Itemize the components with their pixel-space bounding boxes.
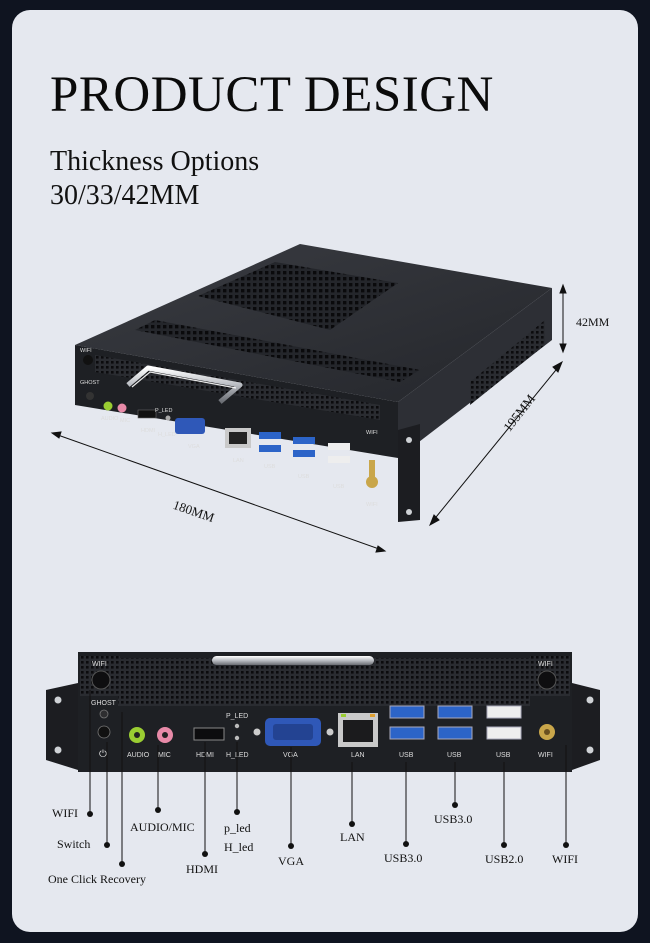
hdmi-port xyxy=(193,727,225,741)
svg-text:MIC: MIC xyxy=(158,752,171,759)
thickness-heading: Thickness Options xyxy=(50,146,260,177)
callout-audio-mic: AUDIO/MIC xyxy=(130,820,195,834)
svg-text:WIFI: WIFI xyxy=(538,752,553,759)
h-led xyxy=(234,735,240,741)
svg-text:USB: USB xyxy=(264,464,276,470)
callout-hdmi: HDMI xyxy=(186,862,218,876)
svg-text:WIFI: WIFI xyxy=(538,661,553,668)
dimension-height-line xyxy=(559,283,567,354)
ghost-recovery-button xyxy=(99,709,109,719)
product-card xyxy=(12,10,638,932)
usb30-port-2 xyxy=(389,726,425,740)
callout-usb30-a: USB3.0 xyxy=(434,812,473,826)
front-ports-isometric xyxy=(83,355,378,488)
svg-text:GHOST: GHOST xyxy=(91,700,117,707)
callout-one-click-recovery: One Click Recovery xyxy=(48,872,146,886)
p-led xyxy=(234,723,240,729)
svg-text:WIFI: WIFI xyxy=(92,661,107,668)
svg-text:HDMI: HDMI xyxy=(141,428,156,434)
svg-text:H_LED: H_LED xyxy=(158,432,176,438)
svg-text:USB: USB xyxy=(333,484,345,490)
svg-text:AUDIO: AUDIO xyxy=(127,752,150,759)
svg-text:⏻: ⏻ xyxy=(99,749,107,760)
power-switch xyxy=(97,725,111,739)
front-port-labels-isometric: WIFI GHOST AUDIO MIC P_LED HDMI H_LED VG… xyxy=(80,348,378,508)
callout-p-led: p_led xyxy=(224,821,251,835)
svg-text:AUDIO: AUDIO xyxy=(101,416,119,422)
chassis-right-face xyxy=(398,288,552,458)
thickness-values: 30/33/42MM xyxy=(50,180,200,211)
wifi-antenna-right xyxy=(537,670,557,690)
svg-text:GHOST: GHOST xyxy=(80,380,100,386)
right-ear xyxy=(572,683,600,770)
page-title: PRODUCT DESIGN xyxy=(50,67,494,123)
top-vent-grill xyxy=(198,262,398,330)
usb20-port-2 xyxy=(486,726,522,740)
svg-text:WIFI: WIFI xyxy=(366,430,378,436)
svg-text:LAN: LAN xyxy=(351,752,365,759)
top-strip-vent xyxy=(135,320,420,382)
callout-vga: VGA xyxy=(278,854,304,868)
dimension-depth-line xyxy=(429,360,563,527)
svg-text:USB: USB xyxy=(496,752,511,759)
usb30-port-4 xyxy=(437,726,473,740)
svg-text:LAN: LAN xyxy=(233,458,244,464)
callout-h-led: H_led xyxy=(224,840,254,854)
callout-usb30-b: USB3.0 xyxy=(384,851,423,865)
callout-usb20: USB2.0 xyxy=(485,852,524,866)
callout-dots xyxy=(87,802,569,867)
usb30-port-1 xyxy=(389,705,425,719)
front-handle xyxy=(126,365,243,404)
svg-text:USB: USB xyxy=(298,474,310,480)
dim-height-label: 42MM xyxy=(576,315,610,329)
usb20-port-1 xyxy=(486,705,522,719)
left-ear xyxy=(46,683,78,770)
svg-text:P_LED: P_LED xyxy=(226,713,248,720)
svg-text:USB: USB xyxy=(399,752,414,759)
callout-wifi-left: WIFI xyxy=(52,806,78,820)
mounting-bracket xyxy=(398,424,420,522)
side-vent xyxy=(470,320,545,405)
callout-lan: LAN xyxy=(340,830,365,844)
callout-wifi-right: WIFI xyxy=(552,852,578,866)
wifi-antenna-left xyxy=(91,670,111,690)
callout-switch: Switch xyxy=(57,837,91,851)
svg-text:MIC: MIC xyxy=(120,418,130,424)
svg-text:P_LED: P_LED xyxy=(155,408,172,414)
front-panel-grill xyxy=(118,658,530,706)
dimension-width-line xyxy=(50,431,387,553)
svg-text:WIFI: WIFI xyxy=(366,502,378,508)
svg-text:VGA: VGA xyxy=(188,444,200,450)
panel-handle xyxy=(212,656,374,665)
svg-text:WIFI: WIFI xyxy=(80,348,92,354)
callout-leaders xyxy=(89,690,567,862)
usb30-port-3 xyxy=(437,705,473,719)
svg-text:USB: USB xyxy=(447,752,462,759)
